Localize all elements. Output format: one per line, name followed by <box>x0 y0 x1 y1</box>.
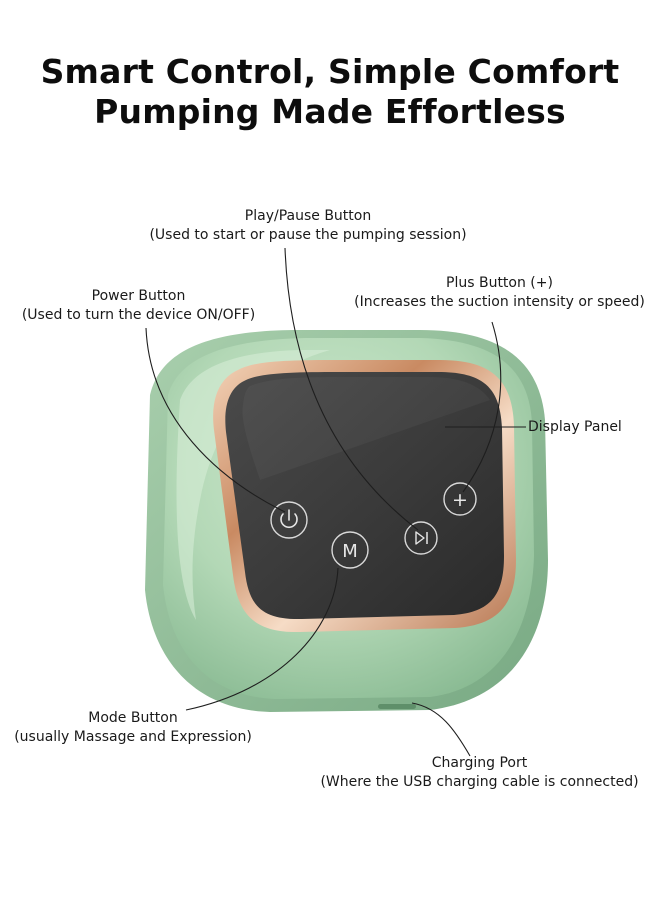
mode-description: (usually Massage and Expression) <box>14 729 252 745</box>
mode-button[interactable]: M <box>331 531 369 569</box>
leader-lines <box>145 247 526 757</box>
charging-leader-line <box>411 702 471 757</box>
power-title: Power Button <box>91 288 186 304</box>
plus-button-glyph: + <box>452 489 468 511</box>
charging-title: Charging Port <box>431 755 528 771</box>
charging-callout: Charging Port (Where the USB charging ca… <box>302 754 657 792</box>
play-pause-icon <box>415 531 428 545</box>
charging-description: (Where the USB charging cable is connect… <box>320 774 639 790</box>
power-leader-line <box>145 327 286 513</box>
plus-button[interactable]: + <box>443 482 477 516</box>
plus-leader-line <box>462 321 502 493</box>
play-pause-title: Play/Pause Button <box>244 208 372 224</box>
display-panel <box>225 372 504 620</box>
headline-line-1: Smart Control, Simple Comfort <box>40 52 620 91</box>
plus-title: Plus Button (+) <box>446 275 553 291</box>
play-pause-leader-line <box>284 247 419 531</box>
play-pause-callout: Play/Pause Button (Used to start or paus… <box>138 207 478 245</box>
play-pause-description: (Used to start or pause the pumping sess… <box>149 227 467 243</box>
headline: Smart Control, Simple Comfort Pumping Ma… <box>0 52 660 132</box>
display-title: Display Panel <box>528 419 622 435</box>
mode-button-glyph: M <box>342 541 358 562</box>
mode-title: Mode Button <box>88 710 178 726</box>
headline-line-2: Pumping Made Effortless <box>94 92 566 131</box>
power-callout: Power Button (Used to turn the device ON… <box>6 287 271 325</box>
power-button[interactable] <box>270 501 308 539</box>
power-icon <box>280 509 298 529</box>
display-callout: Display Panel <box>528 418 638 437</box>
plus-callout: Plus Button (+) (Increases the suction i… <box>342 274 657 312</box>
charging-port <box>378 704 416 709</box>
play-pause-button[interactable] <box>404 521 438 555</box>
mode-callout: Mode Button (usually Massage and Express… <box>4 709 262 747</box>
power-description: (Used to turn the device ON/OFF) <box>21 307 256 323</box>
plus-description: (Increases the suction intensity or spee… <box>354 294 645 310</box>
mode-leader-line <box>185 567 339 711</box>
